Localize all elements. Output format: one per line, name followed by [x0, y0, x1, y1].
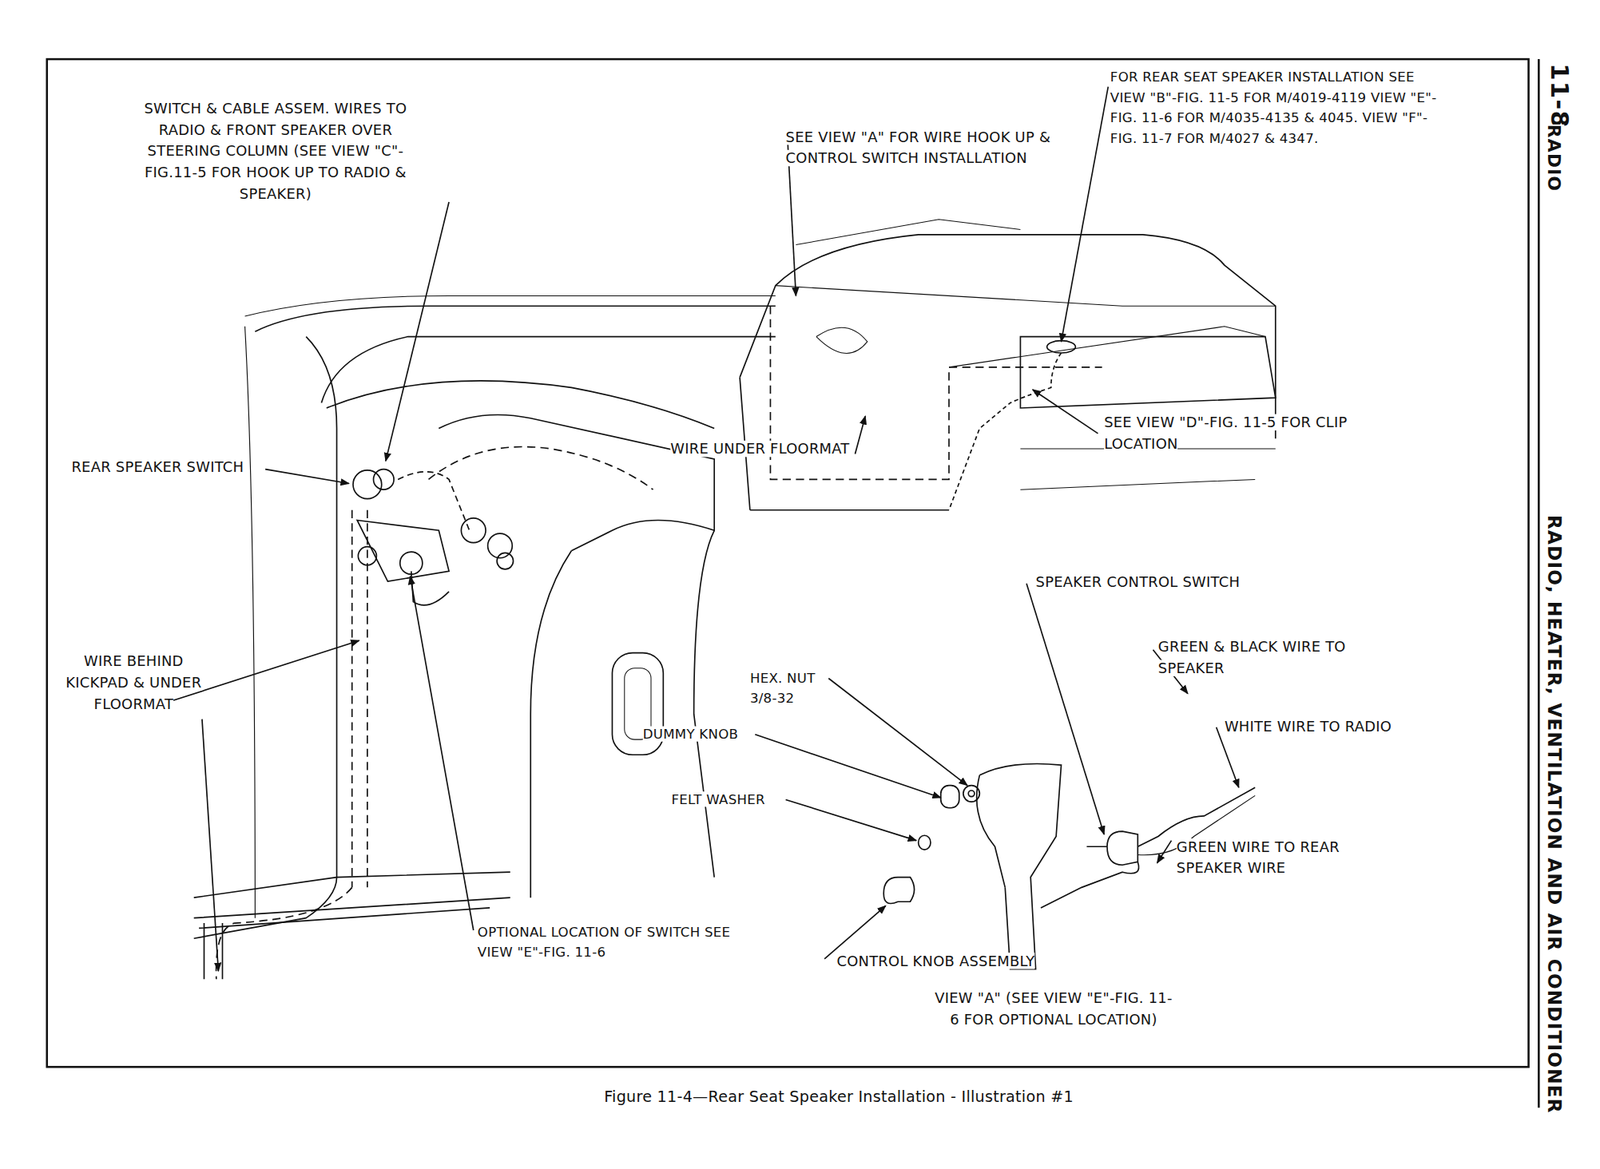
- callout-label: GREEN WIRE TO REAR SPEAKER WIRE: [1176, 836, 1371, 880]
- callout-label: WHITE WIRE TO RADIO: [1224, 716, 1392, 739]
- callout-label: REAR SPEAKER SWITCH: [71, 456, 244, 479]
- page-header: RADIO, HEATER, VENTILATION AND AIR CONDI…: [1540, 515, 1569, 1115]
- callout-label: SWITCH & CABLE ASSEM. WIRES TO RADIO & F…: [122, 98, 429, 206]
- callout-label: FELT WASHER: [671, 790, 766, 811]
- callout-label: VIEW "A" (SEE VIEW "E"-FIG. 11-6 FOR OPT…: [933, 988, 1174, 1032]
- callout-label: GREEN & BLACK WIRE TO SPEAKER: [1158, 636, 1353, 680]
- callout-label: HEX. NUT 3/8-32: [750, 668, 832, 710]
- callout-label: DUMMY KNOB: [643, 724, 739, 746]
- callout-label: WIRE BEHIND KICKPAD & UNDER FLOORMAT: [57, 651, 211, 715]
- callout-label: OPTIONAL LOCATION OF SWITCH SEE VIEW "E"…: [477, 922, 754, 964]
- page-header: RADIO: [1540, 124, 1568, 192]
- callout-label: SEE VIEW "A" FOR WIRE HOOK UP & CONTROL …: [786, 126, 1092, 170]
- callout-label: CONTROL KNOB ASSEMBLY: [836, 951, 1035, 973]
- callout-label: FOR REAR SEAT SPEAKER INSTALLATION SEE V…: [1110, 67, 1438, 149]
- page-header: 11-8: [1540, 63, 1578, 129]
- callout-label: SEE VIEW "D"-FIG. 11-5 FOR CLIP LOCATION: [1103, 412, 1359, 456]
- callout-label: SPEAKER CONTROL SWITCH: [1036, 571, 1241, 593]
- callout-label: WIRE UNDER FLOORMAT: [670, 438, 850, 461]
- figure-caption: Figure 11-4—Rear Seat Speaker Installati…: [603, 1085, 1074, 1109]
